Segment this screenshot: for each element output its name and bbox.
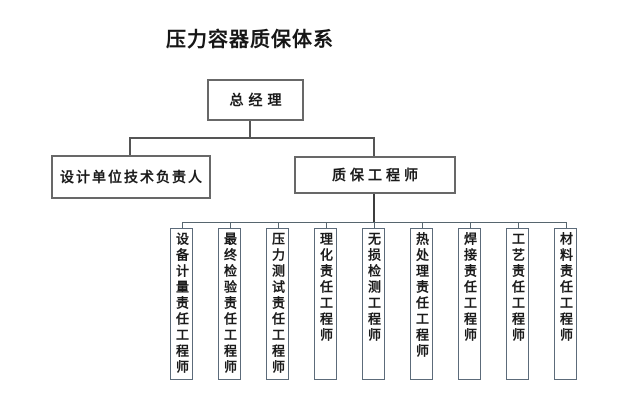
connector-drop-3 — [278, 222, 279, 228]
connector-drop-design-lead — [129, 137, 131, 155]
connector-root-down — [249, 121, 251, 138]
connector-level2-horizontal — [129, 137, 375, 139]
node-equipment-metering-engineer: 设备计量责任工程师 — [170, 228, 193, 380]
diagram-title: 压力容器质保体系 — [166, 29, 334, 51]
connector-drop-1 — [182, 222, 183, 228]
node-process-engineer: 工艺责任工程师 — [506, 228, 529, 380]
connector-drop-8 — [518, 222, 519, 228]
connector-drop-9 — [566, 222, 567, 228]
node-qa-engineer: 质保工程师 — [294, 156, 456, 194]
node-final-inspection-engineer: 最终检验责任工程师 — [218, 228, 241, 380]
connector-drop-qa-engineer — [373, 137, 375, 156]
connector-drop-4 — [326, 222, 327, 228]
node-design-unit-tech-lead: 设计单位技术负责人 — [51, 155, 211, 199]
connector-qa-down — [373, 194, 375, 223]
node-physicochemical-engineer: 理化责任工程师 — [314, 228, 337, 380]
node-general-manager: 总经理 — [207, 79, 304, 121]
connector-drop-6 — [422, 222, 423, 228]
node-material-engineer: 材料责任工程师 — [554, 228, 577, 380]
node-pressure-test-engineer: 压力测试责任工程师 — [266, 228, 289, 380]
node-heat-treatment-engineer: 热处理责任工程师 — [410, 228, 433, 380]
connector-drop-2 — [230, 222, 231, 228]
node-welding-engineer: 焊接责任工程师 — [458, 228, 481, 380]
connector-drop-7 — [470, 222, 471, 228]
connector-drop-5 — [374, 222, 375, 228]
node-ndt-engineer: 无损检测工程师 — [362, 228, 385, 380]
